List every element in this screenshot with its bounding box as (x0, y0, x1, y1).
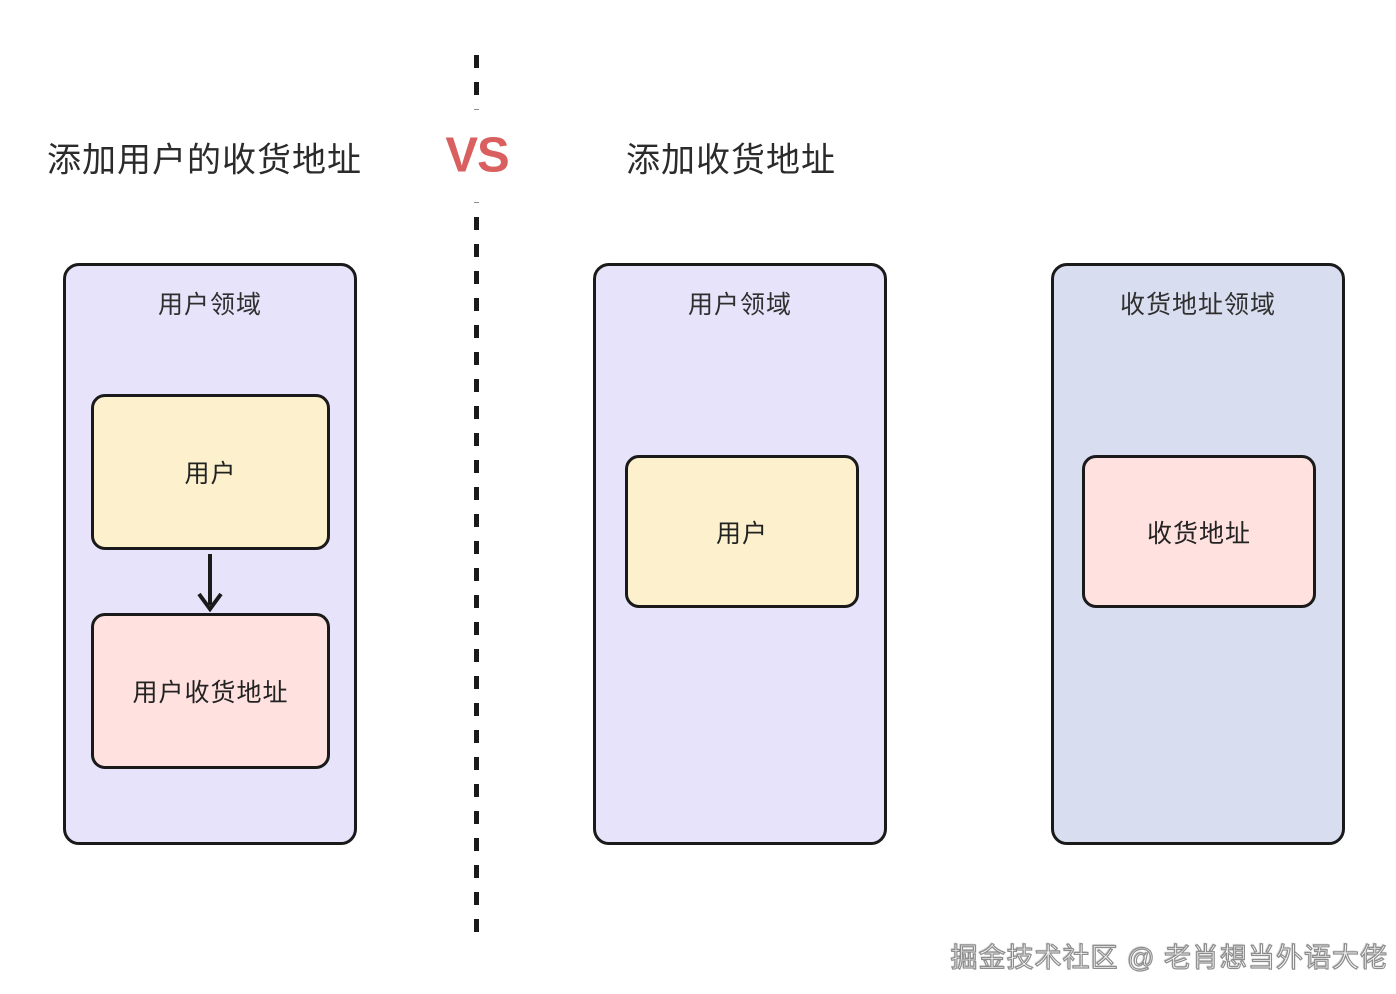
dotted-divider-line (474, 55, 479, 937)
address-domain-container: 收货地址领域 收货地址 (1051, 263, 1345, 845)
right-approach-title: 添加收货地址 (626, 141, 836, 180)
arrow-down-icon (197, 554, 223, 612)
left-approach-title: 添加用户的收货地址 (47, 141, 362, 180)
domain-label: 收货地址领域 (1119, 291, 1276, 319)
vs-label: VS (436, 109, 518, 203)
user-entity-box: 用户 (625, 455, 859, 608)
user-entity-box: 用户 (91, 394, 330, 550)
left-user-domain-container: 用户领域 用户 用户收货地址 (63, 263, 357, 845)
domain-label: 用户领域 (157, 291, 262, 319)
watermark-text: 掘金技术社区 @ 老肖想当外语大佬 (950, 942, 1388, 973)
user-address-entity-box: 用户收货地址 (91, 613, 330, 769)
domain-label: 用户领域 (687, 291, 792, 319)
address-entity-box: 收货地址 (1082, 455, 1316, 608)
right-user-domain-container: 用户领域 用户 (593, 263, 887, 845)
